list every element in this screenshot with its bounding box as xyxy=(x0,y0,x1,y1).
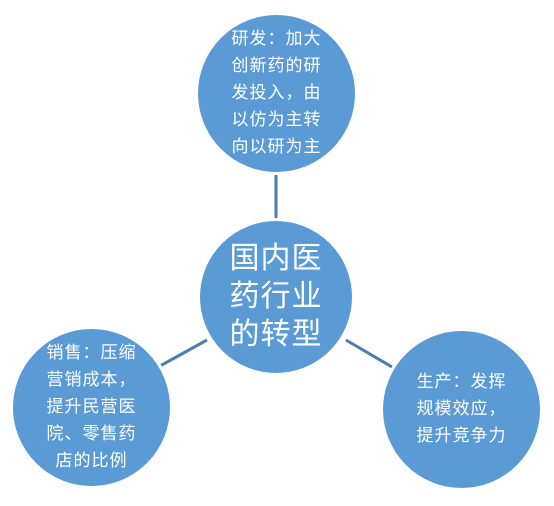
node-research-label: 研发：加大 创新药的研 发投入，由 以仿为主转 向以研为主 xyxy=(231,29,322,157)
connector-center-right xyxy=(345,338,393,369)
node-center-label: 国内医 药行业 的转型 xyxy=(229,241,323,352)
node-production-label: 生产：发挥 规模效应， 提升竞争力 xyxy=(416,372,507,446)
node-center: 国内医 药行业 的转型 xyxy=(197,218,355,376)
node-production: 生产：发挥 规模效应， 提升竞争力 xyxy=(380,328,543,491)
connector-center-left xyxy=(159,338,208,368)
node-research: 研发：加大 创新药的研 发投入，由 以仿为主转 向以研为主 xyxy=(195,12,358,175)
node-sales-label: 销售：压缩 营销成本， 提升民营医 院、零售药 店的比例 xyxy=(46,343,137,471)
node-sales: 销售：压缩 营销成本， 提升民营医 院、零售药 店的比例 xyxy=(10,326,173,489)
